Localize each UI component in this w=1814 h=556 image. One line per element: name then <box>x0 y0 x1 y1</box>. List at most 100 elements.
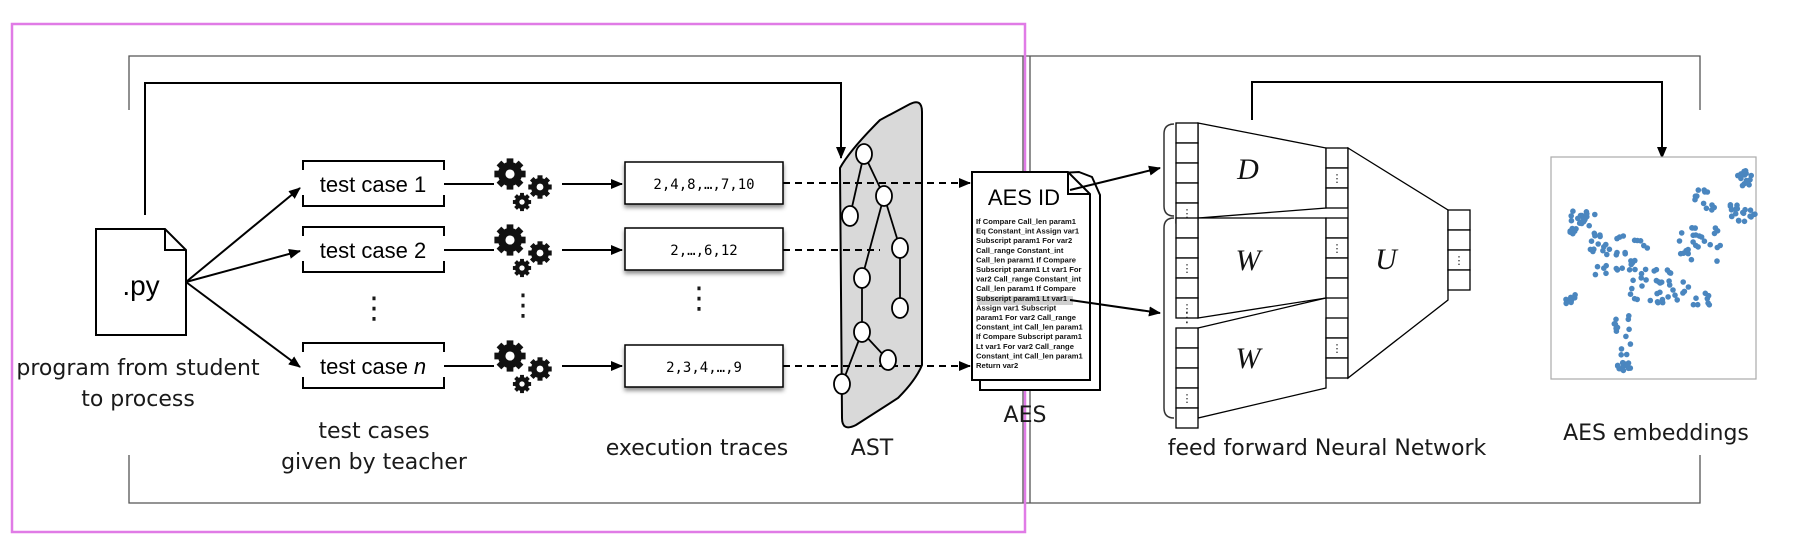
aes-title: AES ID <box>988 185 1060 210</box>
test-cases-caption-2: given by teacher <box>281 450 468 475</box>
aes-token-line: param1 For var2 Call_range <box>976 313 1076 322</box>
embedding-point <box>1728 207 1735 213</box>
embedding-point <box>1627 341 1634 347</box>
embedding-point <box>1743 177 1750 184</box>
embedding-point <box>1685 246 1691 253</box>
embedding-point <box>1705 300 1711 306</box>
embedding-point <box>1657 280 1663 286</box>
cell-ellipsis: ⋮ <box>1182 392 1193 405</box>
cell-ellipsis: ⋮ <box>1332 242 1343 255</box>
embedding-point <box>1592 211 1598 218</box>
aes-token-line: Constant_int Call_len param1 <box>976 323 1084 332</box>
embedding-point <box>1694 301 1701 308</box>
embedding-point <box>1741 218 1748 225</box>
embedding-point <box>1703 205 1710 212</box>
embedding-point <box>1603 270 1609 277</box>
aes-token-line: Call_range Constant_int <box>976 246 1064 255</box>
embedding-point <box>1747 207 1754 213</box>
test-case-1: test case 1 <box>302 160 445 207</box>
gear-icon <box>494 340 526 372</box>
embedding-point <box>1734 205 1741 212</box>
embedding-point <box>1655 299 1661 306</box>
embedding-point <box>1638 275 1644 281</box>
embedding-point <box>1614 267 1621 273</box>
gear-icon <box>512 258 532 278</box>
embedding-point <box>1606 246 1613 253</box>
embedding-point <box>1653 266 1660 273</box>
test-case-n-var: n <box>414 354 426 379</box>
tc-to-gear-lines <box>444 183 494 367</box>
gear-icon <box>512 374 532 394</box>
embedding-point <box>1732 210 1739 217</box>
embedding-point <box>1623 333 1629 340</box>
embedding-point <box>1748 172 1754 179</box>
aes-token-line: Eq Constant_int Assign var1 <box>976 227 1080 236</box>
traces-caption: execution traces <box>606 436 788 461</box>
gear-icon <box>494 224 526 256</box>
embedding-point <box>1659 299 1666 306</box>
hidden-column-w-bottom: ⋮ <box>1325 317 1349 379</box>
input-column-w-bottom: ⋮ <box>1175 327 1199 429</box>
nn-label-w-bottom: W <box>1236 342 1264 375</box>
cell-ellipsis: ⋮ <box>1182 262 1193 275</box>
embedding-point <box>1623 351 1630 358</box>
embedding-point <box>1630 277 1636 284</box>
embedding-point <box>1570 208 1576 214</box>
embedding-point <box>1568 217 1575 224</box>
embedding-point <box>1638 270 1645 277</box>
aes-token-line: Lt var1 For var2 Call_range <box>976 342 1074 351</box>
test-case-n: test case n <box>302 342 445 389</box>
file-label: .py <box>122 270 159 301</box>
ast-plane <box>838 101 923 429</box>
embedding-point <box>1692 193 1699 199</box>
embedding-point <box>1563 300 1569 307</box>
embedding-point <box>1568 213 1574 219</box>
embedding-point <box>1727 202 1734 208</box>
embedding-point <box>1680 250 1687 256</box>
embedding-point <box>1647 297 1654 304</box>
embedding-point <box>1625 365 1632 372</box>
embedding-point <box>1739 182 1746 189</box>
embedding-point <box>1707 241 1713 248</box>
aes-token-line: Call_len param1 If Compare <box>976 284 1076 293</box>
embedding-point <box>1728 213 1735 219</box>
test-case-2-label: test case 2 <box>320 238 426 263</box>
embedding-point <box>1714 244 1721 251</box>
embedding-point <box>1576 220 1583 226</box>
gear-icon <box>494 158 526 190</box>
gear-to-trace-arrows <box>562 179 623 371</box>
embedding-point <box>1700 200 1707 207</box>
trace-1-values: 2,4,8,…,7,10 <box>653 177 754 193</box>
top-arrow-to-ast <box>144 82 846 215</box>
embedding-point <box>1629 260 1636 266</box>
test-cases-ellipsis: ⋮ <box>359 291 389 326</box>
input-caption-2: to process <box>81 387 195 412</box>
trace-n-values: 2,3,4,…,9 <box>666 360 742 376</box>
nn-label-d: D <box>1236 153 1259 186</box>
gears-ellipsis: ⋮ <box>508 288 538 323</box>
embedding-point <box>1676 238 1683 244</box>
nn-caption: feed forward Neural Network <box>1168 436 1487 461</box>
cell-ellipsis: ⋮ <box>1332 342 1343 355</box>
embedding-point <box>1670 287 1676 293</box>
embedding-point <box>1627 291 1634 298</box>
embedding-point <box>1667 270 1674 276</box>
embedding-point <box>1690 232 1696 239</box>
embedding-point <box>1618 346 1625 352</box>
embedding-point <box>1680 279 1686 285</box>
aes-token-line: If Compare Subscript param1 <box>976 332 1083 341</box>
input-column-w-top: ⋮⋮ <box>1175 217 1199 319</box>
aes-token-line: Subscript param1 For var2 <box>976 236 1072 245</box>
embedding-point <box>1690 301 1697 308</box>
embedding-point <box>1619 265 1625 272</box>
d-to-embeddings-arrow <box>1251 81 1667 159</box>
embedding-point <box>1613 328 1620 335</box>
embedding-point <box>1672 292 1678 299</box>
embedding-point <box>1685 284 1692 290</box>
embedding-point <box>1742 206 1748 213</box>
embedding-point <box>1594 263 1601 270</box>
fanout-arrows <box>185 187 301 368</box>
embedding-point <box>1604 251 1610 258</box>
test-case-1-label: test case 1 <box>320 172 426 197</box>
test-case-2: test case 2 <box>302 226 445 273</box>
